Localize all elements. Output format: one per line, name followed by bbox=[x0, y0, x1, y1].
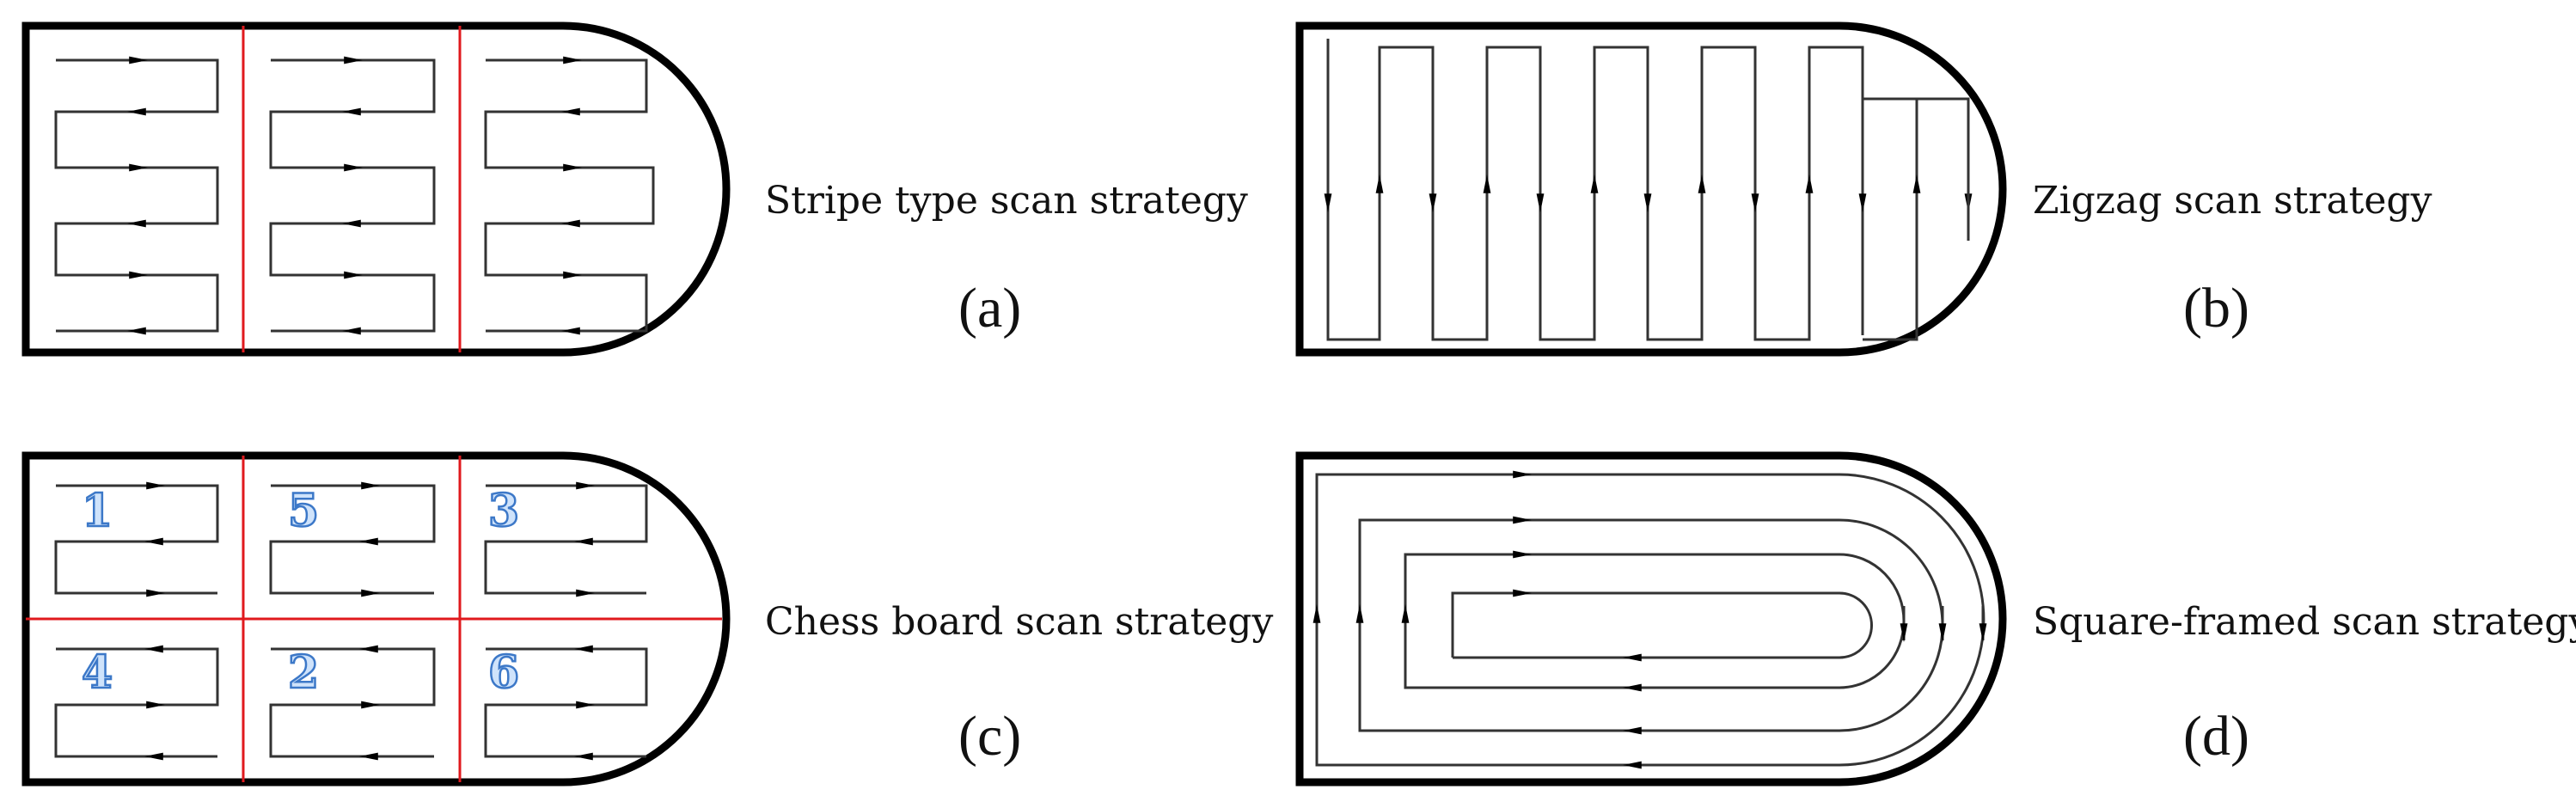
square-framed-scan-path bbox=[1312, 470, 1987, 769]
panel-b-frame bbox=[1295, 21, 2007, 357]
panel-a-label: (a) bbox=[958, 277, 1021, 340]
panel-d-label: (d) bbox=[2183, 705, 2249, 768]
panel-a: Stripe type scan strategy (a) bbox=[21, 21, 1248, 357]
chess-cell-number: 5 bbox=[288, 485, 319, 537]
panel-a-frame bbox=[21, 21, 731, 357]
panel-b-label: (b) bbox=[2183, 277, 2249, 340]
panel-b-caption: Zigzag scan strategy bbox=[2033, 179, 2432, 223]
panel-c-frame bbox=[21, 451, 731, 787]
panel-d: Square-framed scan strategy (d) bbox=[1295, 451, 2576, 787]
chess-cell-number: 1 bbox=[82, 485, 113, 537]
zigzag-scan-path bbox=[1324, 39, 1973, 341]
stripe-scan-path bbox=[54, 56, 655, 335]
panel-c: 1 5 3 4 2 6 Chess board scan strategy (c… bbox=[21, 451, 1273, 787]
panel-c-label: (c) bbox=[958, 705, 1021, 768]
panel-b: Zigzag scan strategy (b) bbox=[1295, 21, 2432, 357]
panel-d-caption: Square-framed scan strategy bbox=[2033, 600, 2576, 644]
panel-d-frame bbox=[1295, 451, 2007, 787]
chess-cell-number: 3 bbox=[488, 485, 519, 537]
panel-a-caption: Stripe type scan strategy bbox=[765, 179, 1248, 223]
panel-c-caption: Chess board scan strategy bbox=[765, 600, 1273, 644]
chess-cell-number: 4 bbox=[82, 646, 113, 699]
chess-scan-path bbox=[54, 481, 648, 761]
chess-cell-number: 2 bbox=[288, 646, 319, 699]
chess-cell-number: 6 bbox=[488, 646, 519, 699]
